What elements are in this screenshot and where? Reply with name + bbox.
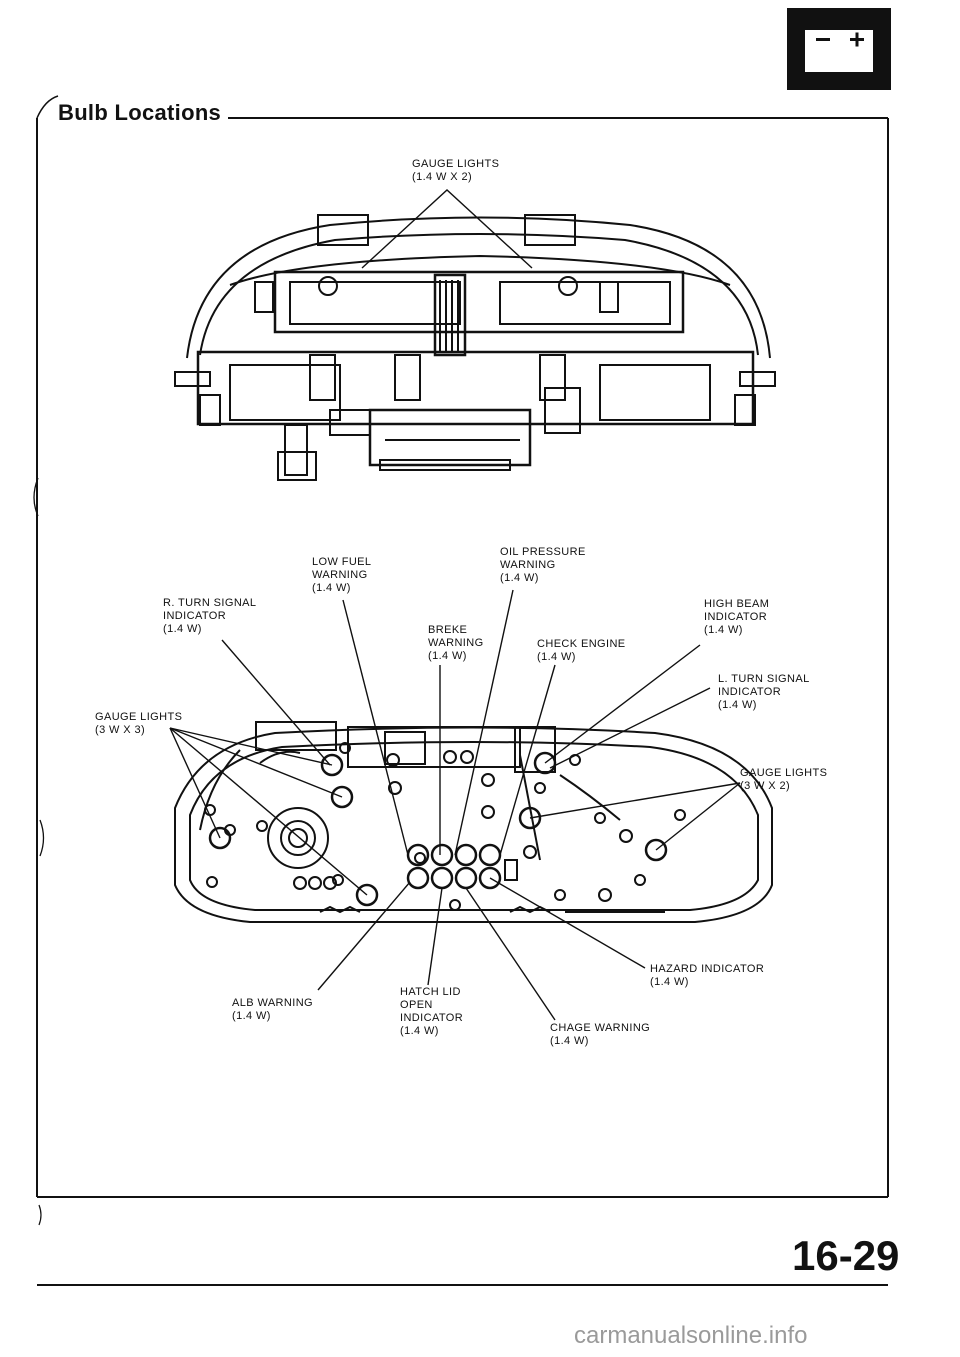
page-number: 16-29 [792,1232,900,1279]
hazard-indicator-label: HAZARD INDICATOR(1.4 W) [650,963,765,988]
gauge-lights-left-label: GAUGE LIGHTS(3 W x 3) [95,711,183,736]
check-engine-label: CHECK ENGINE(1.4 W) [537,638,626,663]
gauge-lights-top-label: GAUGE LIGHTS(1.4 W x 2) [412,158,500,183]
charge-warning-label: CHAGE WARNING(1.4 W) [550,1022,651,1047]
gauge-lights-right-label: GAUGE LIGHTS(3 W x 2) [740,767,828,792]
page-title: Bulb Locations [58,100,222,125]
alb-warning-label: ALB WARNING(1.4 W) [232,997,314,1022]
site-watermark: carmanualsonline.info [574,1322,808,1349]
